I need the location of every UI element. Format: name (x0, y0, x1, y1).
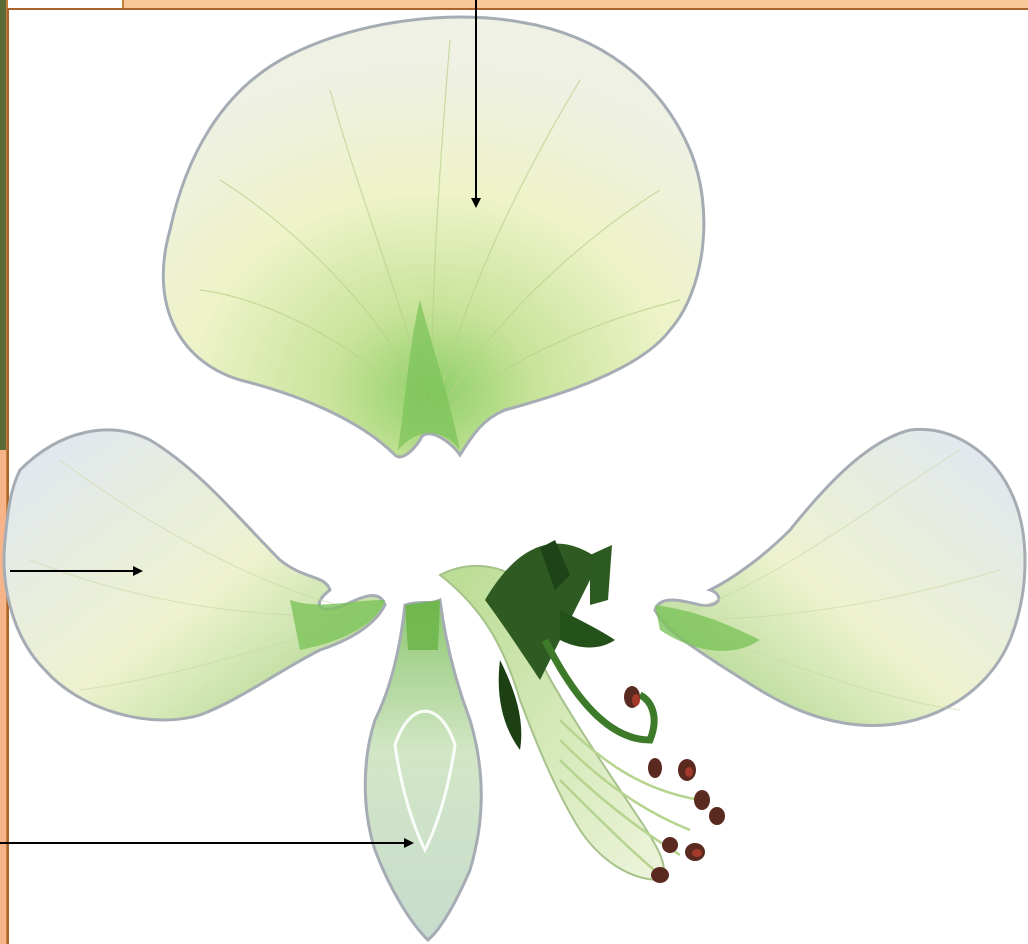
stamens-and-calyx (440, 540, 725, 883)
wing-petal-right (655, 429, 1025, 725)
wing-petal-left (4, 430, 385, 720)
keel-petal (365, 600, 481, 940)
standard-petal (163, 17, 704, 457)
